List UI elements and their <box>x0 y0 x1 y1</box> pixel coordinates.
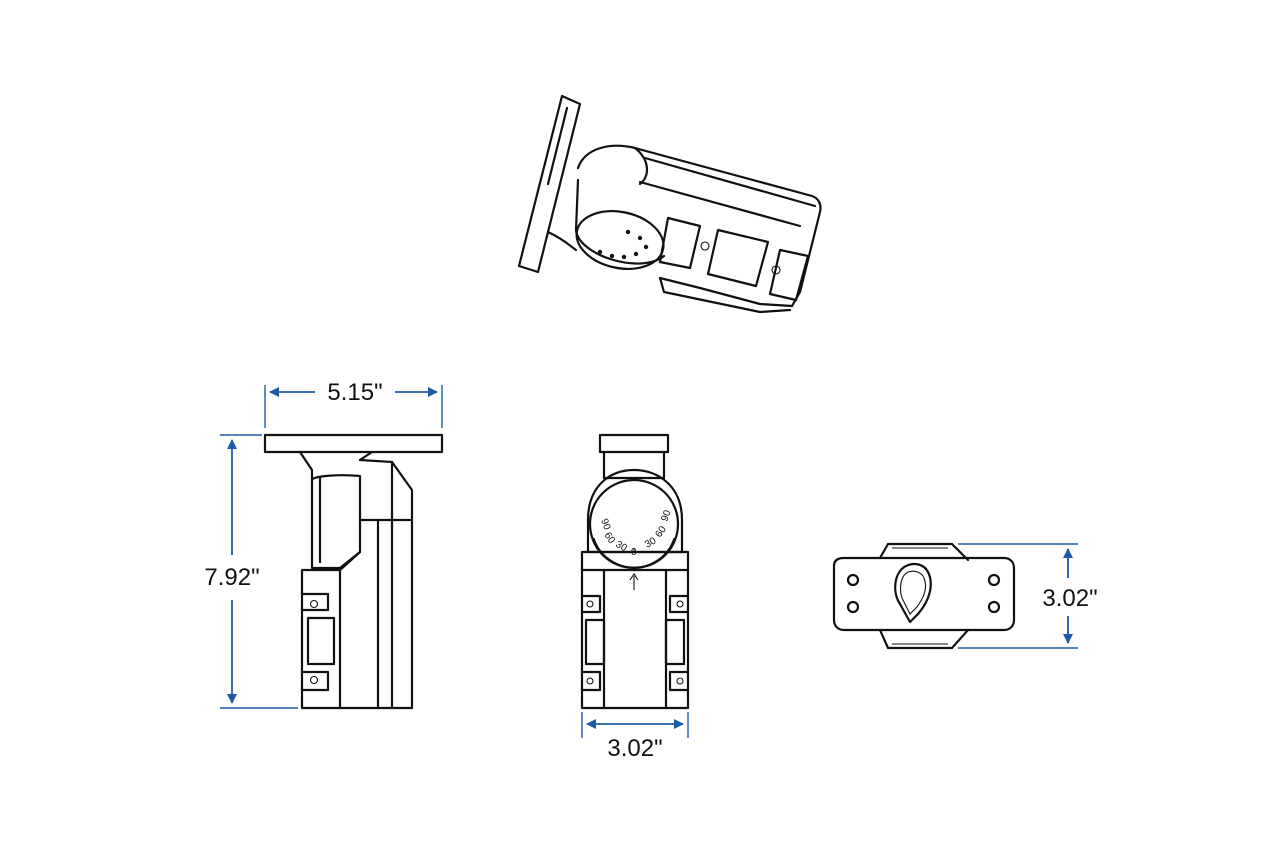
side-view <box>263 433 444 710</box>
side-height-label: 7.92" <box>204 564 259 591</box>
iso-dial-ticks <box>597 229 649 260</box>
front-view: 90 60 30 0 30 60 90 <box>580 433 690 710</box>
dimension-front-width: 3.02" <box>581 712 689 762</box>
svg-text:90: 90 <box>659 508 673 523</box>
svg-text:30: 30 <box>614 539 630 554</box>
svg-text:60: 60 <box>653 524 669 540</box>
front-width-label: 3.02" <box>607 735 662 762</box>
svg-text:60: 60 <box>602 530 618 546</box>
dimension-top-height: 3.02" <box>958 543 1098 649</box>
top-height-label: 3.02" <box>1042 585 1097 612</box>
isometric-view <box>517 94 822 314</box>
top-view <box>832 542 1016 650</box>
dial-markings: 90 60 30 0 30 60 90 <box>598 508 674 558</box>
svg-text:30: 30 <box>643 535 659 550</box>
svg-text:90: 90 <box>598 517 612 532</box>
dimension-side-width: 5.15" <box>264 379 443 428</box>
dimension-side-height: 7.92" <box>204 434 298 709</box>
side-width-label: 5.15" <box>327 379 382 406</box>
